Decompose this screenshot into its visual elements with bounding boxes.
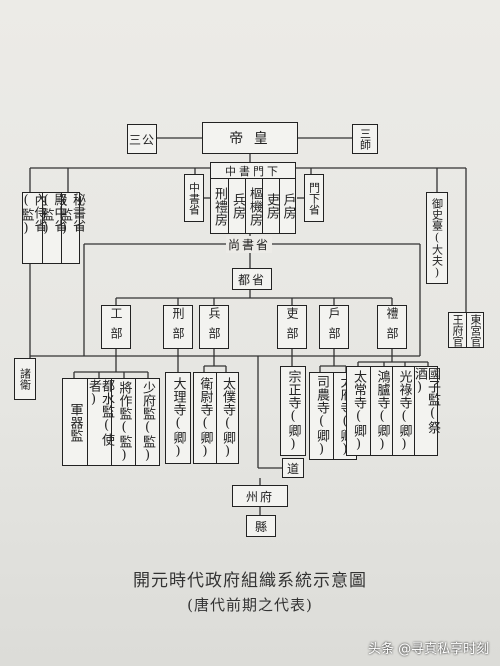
sinong-si: 司農寺(卿) (314, 375, 329, 457)
honglu-si: 鴻臚寺(卿) (370, 367, 393, 455)
zhuwei-box: 諸衛 (14, 358, 36, 400)
wangfu-guan: 王府官 (451, 313, 464, 347)
sangong-box: 三公 (127, 124, 157, 154)
sanshi-box: 三師 (352, 124, 378, 154)
guozi-jian: 國子監(祭酒) (412, 367, 440, 455)
dalisi-box: 大理寺(卿) (165, 372, 191, 464)
fang-bing: 兵房 (228, 179, 246, 233)
junqi-jian: 軍器監 (67, 402, 83, 442)
gong-jian-box: 軍器監 都水監(使者) 將作監(監) 少府監(監) (62, 378, 160, 466)
ministry-hu: 戶部 (319, 305, 349, 349)
left-offices-box: 內侍省(監) 殿中省(監) 秘書省(監) (19, 192, 85, 264)
menxia-sheng-box: 門下省 (304, 174, 324, 222)
dushui-jian: 都水監(使者) (86, 379, 114, 465)
emperor-box: 帝 皇 (202, 122, 298, 154)
jiangzuo-jian: 將作監(監) (111, 379, 136, 465)
watermark-text: 头条 @寻真私享时刻 (368, 642, 490, 657)
taipu-si: 太僕寺(卿) (216, 373, 238, 463)
five-fang-box: 刑禮房 兵房 樞機房 吏房 戶房 (210, 178, 296, 234)
caption-subtitle: (唐代前期之代表) (187, 596, 313, 614)
dongong-wangfu-box: 王府官 東宮官 (448, 312, 484, 348)
zhongshu-sheng-box: 中書省 (184, 174, 204, 222)
ministry-bing: 兵部 (199, 305, 229, 349)
zhoufu-box: 州府 (232, 485, 288, 507)
fang-li: 吏房 (262, 179, 280, 233)
zongzhengsi-box: 宗正寺(卿) (280, 366, 306, 456)
dusheng-box: 都省 (232, 268, 272, 290)
ministry-li-personnel: 吏部 (277, 305, 307, 349)
mishu-sheng: 秘書省(監) (57, 193, 85, 263)
taichang-si: 太常寺(卿) (351, 370, 366, 452)
ministry-xing: 刑部 (163, 305, 193, 349)
bing-si-box: 衛尉寺(卿) 太僕寺(卿) (193, 372, 239, 464)
caption-title: 開元時代政府組織系統示意圖 (133, 571, 367, 591)
fang-xingli: 刑禮房 (212, 186, 227, 226)
shangshu-sheng-label: 尚書省 (226, 236, 273, 253)
fang-shuji: 樞機房 (245, 179, 263, 233)
dongong-guan: 東宮官 (466, 313, 484, 347)
dao-box: 道 (282, 458, 304, 478)
xian-box: 縣 (246, 515, 276, 537)
ministry-li-rites: 禮部 (377, 305, 407, 349)
li-si-box: 太常寺(卿) 鴻臚寺(卿) 光祿寺(卿) 國子監(祭酒) (346, 366, 440, 456)
guanglu-si: 光祿寺(卿) (392, 367, 415, 455)
weiwei-si: 衛尉寺(卿) (197, 377, 213, 459)
fang-hu: 戶房 (279, 179, 296, 233)
shaofu-jian: 少府監(監) (135, 379, 159, 465)
ministry-gong: 工部 (101, 305, 131, 349)
yushitai-box: 御史臺(大夫) (426, 192, 448, 284)
